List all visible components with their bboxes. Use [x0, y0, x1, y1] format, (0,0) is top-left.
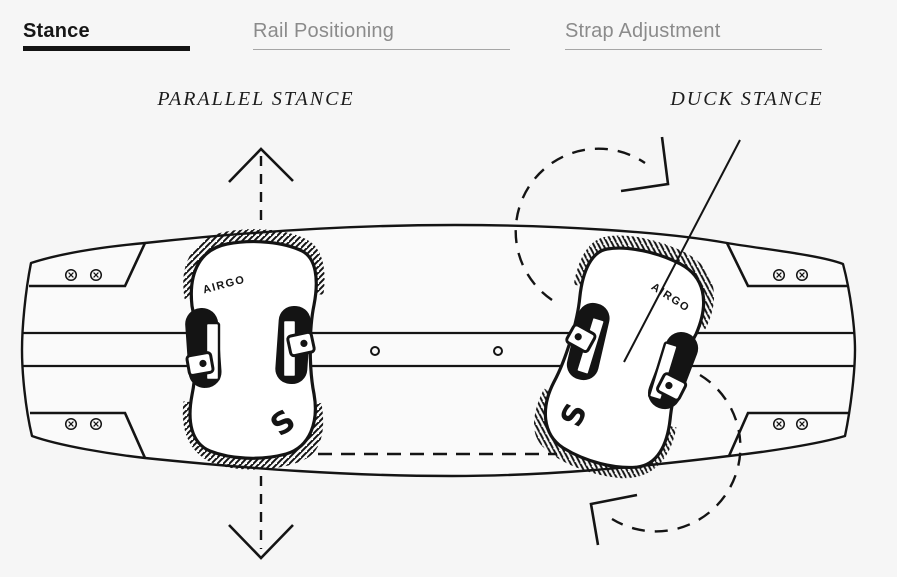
screw-icon	[64, 268, 78, 282]
parallel-shift-arrows	[228, 147, 294, 560]
duck-stance-pointer-line	[623, 139, 741, 363]
screw-icon	[89, 417, 103, 431]
tab-underline	[565, 49, 822, 50]
tip-panel-top-right	[725, 242, 849, 288]
arrow-up-icon	[228, 147, 294, 183]
tip-panel-bottom-left	[30, 411, 147, 459]
parallel-stance-caption: PARALLEL STANCE	[157, 88, 355, 110]
right-binding: AIRGO S	[530, 230, 725, 487]
insert-hole	[493, 346, 503, 356]
arrow-down-icon	[228, 524, 294, 560]
screw-icon	[772, 417, 786, 431]
tab-rail-positioning[interactable]: Rail Positioning	[253, 8, 510, 54]
tip-panel-top-left	[29, 242, 147, 288]
left-binding: AIRGO S	[184, 236, 318, 463]
tab-underline	[253, 49, 510, 50]
screw-icon	[89, 268, 103, 282]
board-top-view	[20, 223, 857, 478]
center-rail-track	[23, 331, 854, 368]
insert-hole	[370, 346, 380, 356]
rotate-arrowhead-bottom-icon	[589, 493, 638, 546]
duck-stance-caption: DUCK STANCE	[670, 88, 824, 110]
tab-rail-positioning-label: Rail Positioning	[253, 20, 395, 42]
tip-panel-bottom-right	[727, 411, 850, 457]
screw-icon	[795, 417, 809, 431]
duck-rotation-arrows	[514, 136, 742, 546]
screw-icon	[795, 268, 809, 282]
tab-stance[interactable]: Stance	[23, 8, 190, 54]
board-outline	[20, 223, 857, 478]
screw-icon	[64, 417, 78, 431]
tab-active-underline	[23, 46, 190, 51]
tab-stance-label: Stance	[23, 20, 90, 42]
tab-strap-adjustment[interactable]: Strap Adjustment	[565, 8, 822, 54]
screw-icon	[772, 268, 786, 282]
tab-strap-adjustment-label: Strap Adjustment	[565, 20, 721, 42]
rotate-arrowhead-top-icon	[620, 136, 670, 193]
